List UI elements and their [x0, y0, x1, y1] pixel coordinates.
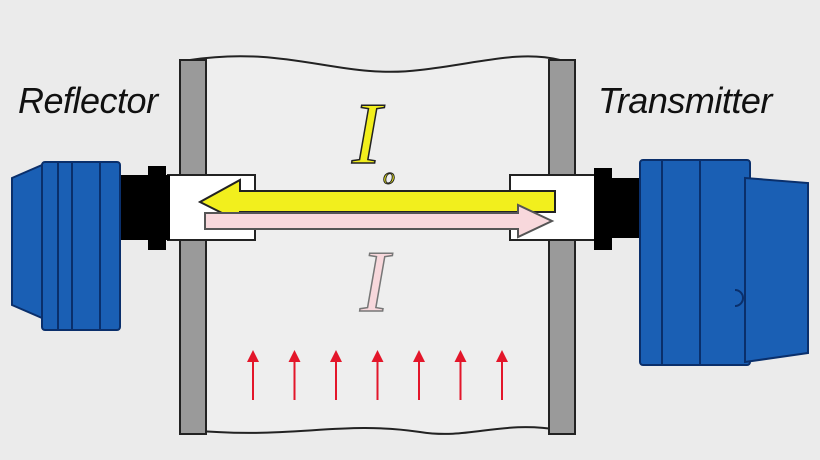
received-intensity-symbol: I	[359, 233, 390, 332]
duct-wall-left	[179, 59, 207, 435]
received-beam-arrow	[204, 203, 555, 239]
emitted-intensity-subscript: o	[383, 164, 396, 191]
flow-arrow-icon	[454, 350, 467, 400]
flow-arrow-icon	[247, 350, 259, 400]
flow-arrow-icon	[330, 350, 342, 400]
transmitter-label: Transmitter	[598, 80, 772, 121]
flow-arrow-icon	[413, 350, 425, 400]
emitted-intensity-symbol: I	[351, 85, 382, 184]
reflector-cap	[11, 163, 43, 320]
transmitter-cover	[744, 176, 809, 364]
reflector-flange-clamp	[148, 166, 166, 250]
transmitter-unit	[639, 159, 809, 366]
reflector-body	[41, 161, 121, 331]
flow-arrow-icon	[288, 350, 301, 400]
transmitter-flange-clamp	[594, 168, 612, 250]
reflector-unit	[11, 161, 121, 331]
flow-arrow-icon	[371, 350, 384, 400]
reflector-label: Reflector	[18, 80, 158, 121]
transmitter-body	[639, 159, 751, 366]
transmitter-knob	[734, 289, 744, 307]
flow-arrows	[247, 350, 508, 400]
duct-wall-right	[548, 59, 576, 435]
flow-arrow-icon	[496, 350, 508, 400]
